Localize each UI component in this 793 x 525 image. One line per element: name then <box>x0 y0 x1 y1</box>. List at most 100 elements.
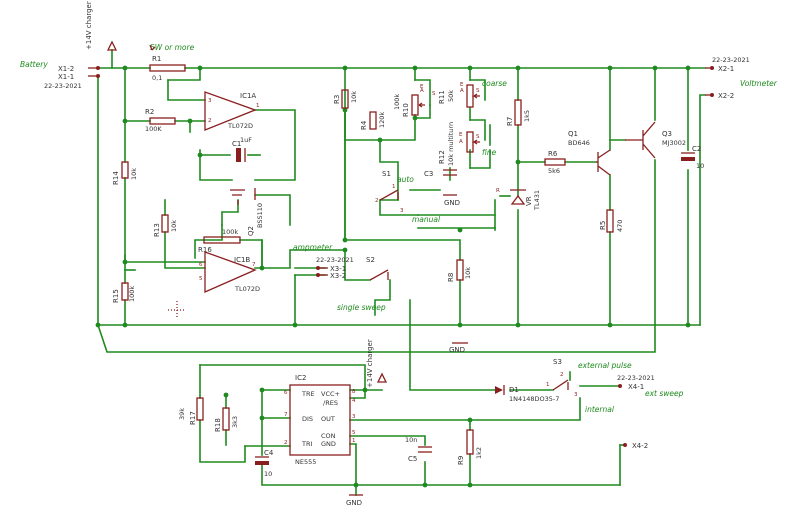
svg-text:X1-1: X1-1 <box>58 73 74 81</box>
external-pulse-label: external pulse <box>578 361 632 370</box>
connector-x3: X3-1 X3-2 22-23-2021 <box>316 256 354 280</box>
svg-text:10k: 10k <box>350 91 358 103</box>
svg-text:BD646: BD646 <box>568 139 590 147</box>
svg-text:CON: CON <box>321 432 336 440</box>
svg-text:1: 1 <box>392 184 396 190</box>
svg-text:VCC+: VCC+ <box>321 390 340 398</box>
svg-text:100k: 100k <box>393 94 401 110</box>
svg-text:4: 4 <box>352 398 356 404</box>
connector-x4: 22-23-2021 X4-1 X4-2 <box>617 374 655 450</box>
ampmeter-label: ampmeter <box>293 243 333 252</box>
supply-arrow-mid <box>376 372 388 383</box>
capacitor-c2: C2 10 <box>681 145 704 170</box>
svg-text:1uF: 1uF <box>240 136 252 144</box>
svg-text:R9: R9 <box>457 456 465 465</box>
svg-text:100k: 100k <box>222 228 238 236</box>
svg-text:1k5: 1k5 <box>523 110 531 122</box>
connector-x2: 22-23-2021 X2-1 X2-2 <box>705 56 750 100</box>
svg-text:R6: R6 <box>548 150 558 158</box>
resistor-r5: R5 470 <box>599 209 624 233</box>
reference-vr: R VR TL431 <box>496 188 541 211</box>
svg-text:GND: GND <box>444 199 460 207</box>
svg-text:X2-2: X2-2 <box>718 92 734 100</box>
svg-text:X2-1: X2-1 <box>718 65 734 73</box>
opamp-ic1a: IC1A TL072D 3 2 1 <box>204 91 260 131</box>
coarse-label: coarse <box>482 79 507 88</box>
resistor-r17: R17 39k <box>178 397 204 425</box>
svg-text:X3-2: X3-2 <box>330 272 346 280</box>
potentiometer-r10: R10 100k A E S <box>393 84 436 117</box>
svg-text:TL431: TL431 <box>533 190 541 211</box>
svg-text:MJ3002: MJ3002 <box>662 139 686 147</box>
svg-text:IC1A: IC1A <box>240 92 256 100</box>
svg-text:R4: R4 <box>360 120 368 130</box>
svg-text:22-23-2021: 22-23-2021 <box>712 56 750 64</box>
svg-text:S: S <box>476 134 480 140</box>
svg-text:10k: 10k <box>464 267 472 279</box>
svg-text:R17: R17 <box>189 411 197 425</box>
capacitor-c1: C1 1uF <box>232 136 252 162</box>
svg-text:470: 470 <box>616 220 624 232</box>
svg-text:0,1: 0,1 <box>152 74 162 82</box>
battery-label: Battery <box>20 60 48 69</box>
svg-text:3: 3 <box>574 392 578 398</box>
svg-text:7: 7 <box>284 412 288 418</box>
capacitor-c5: C5 10n <box>405 436 432 463</box>
single-sweep-label: single sweep <box>337 303 386 312</box>
svg-text:R5: R5 <box>599 221 607 230</box>
svg-text:2: 2 <box>208 118 212 124</box>
svg-text:E: E <box>460 82 464 88</box>
svg-text:A: A <box>459 139 463 145</box>
svg-text:7: 7 <box>252 262 256 268</box>
svg-text:A: A <box>420 88 424 94</box>
manual-label: manual <box>412 215 441 224</box>
resistor-r7: R7 1k5 <box>506 99 531 126</box>
svg-text:D1: D1 <box>509 386 519 394</box>
svg-text:1k2: 1k2 <box>475 447 483 459</box>
svg-text:C3: C3 <box>424 170 433 178</box>
transistor-q3: Q3 MJ3002 <box>625 121 686 159</box>
svg-text:TRE: TRE <box>301 390 315 398</box>
svg-text:5k6: 5k6 <box>548 167 560 175</box>
internal-label: internal <box>585 405 615 414</box>
svg-text:C5: C5 <box>408 455 417 463</box>
svg-text:R7: R7 <box>506 117 514 126</box>
svg-text:S2: S2 <box>366 256 375 264</box>
capacitor-c4: C4 10 <box>255 449 274 478</box>
svg-text:/RES: /RES <box>323 399 338 407</box>
switch-s3: S3 1 2 3 <box>546 358 578 398</box>
resistor-r15: R15 100k <box>112 282 136 303</box>
svg-text:E: E <box>420 84 424 90</box>
svg-text:IC2: IC2 <box>295 374 306 382</box>
svg-text:Q2: Q2 <box>247 226 255 236</box>
svg-text:R18: R18 <box>214 418 222 432</box>
gnd-label-mid: GND <box>449 346 465 354</box>
svg-text:22-23-2021: 22-23-2021 <box>617 374 655 382</box>
transistor-q1: Q1 BD646 <box>568 130 611 176</box>
svg-text:R2: R2 <box>145 108 154 116</box>
svg-text:R11: R11 <box>438 90 446 104</box>
svg-text:50k: 50k <box>447 90 455 102</box>
svg-text:10k: 10k <box>130 168 138 180</box>
charger-label-mid: +14V charger <box>366 339 374 388</box>
svg-text:TRI: TRI <box>301 440 312 448</box>
svg-text:3: 3 <box>400 208 404 214</box>
svg-text:120k: 120k <box>378 112 386 128</box>
svg-text:3: 3 <box>352 414 356 420</box>
svg-text:X4-2: X4-2 <box>632 442 648 450</box>
svg-text:R12: R12 <box>438 150 446 164</box>
svg-text:1: 1 <box>352 438 356 444</box>
switch-s1: S1 2 1 3 <box>375 170 404 214</box>
switch-s2: S2 <box>366 256 389 281</box>
svg-text:R3: R3 <box>333 95 341 104</box>
power-note: 5W or more <box>150 43 195 52</box>
svg-text:GND: GND <box>321 440 336 448</box>
resistor-r6: R6 5k6 <box>544 150 566 175</box>
svg-text:3: 3 <box>208 98 212 104</box>
svg-text:S: S <box>476 88 480 94</box>
svg-text:X4-1: X4-1 <box>628 383 644 391</box>
fine-label: fine <box>482 148 497 157</box>
svg-text:S: S <box>432 91 436 97</box>
svg-text:R13: R13 <box>153 223 161 237</box>
svg-text:S3: S3 <box>553 358 562 366</box>
